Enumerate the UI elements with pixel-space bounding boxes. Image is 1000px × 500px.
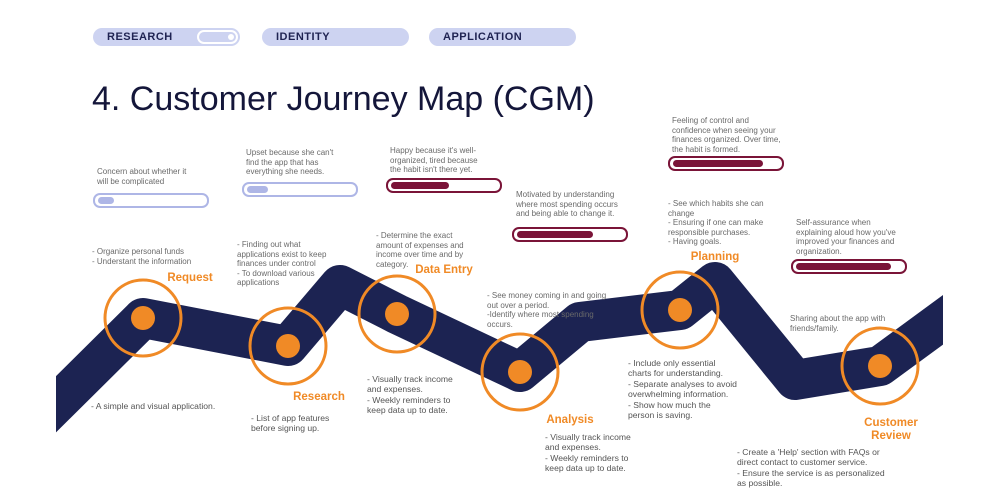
stage-data-entry-feeling: Happy because it's well- organized, tire…	[390, 146, 478, 175]
stage-label-data-entry: Data Entry	[415, 264, 473, 276]
stage-research-actions: - Finding out what applications exist to…	[237, 240, 327, 288]
stage-planning-feeling: Feeling of control and confidence when s…	[672, 116, 781, 154]
stage-dot-analysis	[508, 360, 532, 384]
stage-ring-data-entry	[357, 274, 437, 354]
tab-identity-label: IDENTITY	[276, 31, 331, 43]
stage-ring-analysis	[480, 332, 560, 412]
emotion-bar-request-fill	[98, 197, 114, 204]
emotion-bar-planning	[668, 156, 784, 171]
stage-request-actions: - Organize personal funds - Understant t…	[92, 247, 192, 266]
emotion-bar-analysis	[512, 227, 628, 242]
stage-request-feeling: Concern about whether it will be complic…	[97, 167, 187, 186]
stage-analysis-actions: - See money coming in and going out over…	[487, 291, 607, 329]
stage-dot-data-entry	[385, 302, 409, 326]
stage-label-review: Customer Review	[864, 417, 918, 442]
stage-research-opportunities: - List of app features before signing up…	[251, 413, 330, 434]
stage-review-feeling: Self-assurance when explaining aloud how…	[796, 218, 896, 256]
stage-data-entry-actions: - Determine the exact amount of expenses…	[376, 231, 464, 269]
stage-ring-planning	[640, 270, 720, 350]
stage-review-opportunities: - Create a 'Help' section with FAQs or d…	[737, 447, 885, 489]
stage-request-opportunities: - A simple and visual application.	[91, 401, 216, 411]
emotion-bar-review-fill	[796, 263, 891, 270]
stage-label-request: Request	[167, 272, 213, 284]
stage-analysis-opportunities: - Visually track income and expenses. - …	[545, 432, 631, 474]
stage-data-entry-opportunities: - Visually track income and expenses. - …	[367, 374, 453, 416]
stage-analysis-feeling: Motivated by understanding where most sp…	[516, 190, 618, 219]
tab-application[interactable]: APPLICATION	[429, 28, 576, 46]
stage-planning-opportunities: - Include only essential charts for unde…	[628, 358, 737, 421]
emotion-bar-review	[791, 259, 907, 274]
stage-label-planning: Planning	[690, 251, 740, 263]
toggle-icon	[197, 30, 238, 44]
emotion-bar-research-fill	[247, 186, 268, 193]
tab-research-label: RESEARCH	[107, 31, 173, 43]
stage-review-actions: Sharing about the app with friends/famil…	[790, 314, 886, 333]
stage-dot-review	[868, 354, 892, 378]
emotion-bar-research	[242, 182, 358, 197]
emotion-bar-data-entry-fill	[391, 182, 449, 189]
stage-dot-request	[131, 306, 155, 330]
stage-label-research: Research	[293, 391, 345, 403]
emotion-bar-analysis-fill	[517, 231, 593, 238]
stage-planning-actions: - See which habits she can change - Ensu…	[668, 199, 764, 247]
emotion-bar-planning-fill	[673, 160, 763, 167]
stage-research-feeling: Upset because she can't find the app tha…	[246, 148, 334, 177]
tab-identity[interactable]: IDENTITY	[262, 28, 409, 46]
emotion-bar-data-entry	[386, 178, 502, 193]
emotion-bar-request	[93, 193, 209, 208]
tab-research[interactable]: RESEARCH	[93, 28, 240, 46]
stage-dot-planning	[668, 298, 692, 322]
tab-application-label: APPLICATION	[443, 31, 523, 43]
stage-ring-request	[103, 278, 183, 358]
stage-label-analysis: Analysis	[546, 414, 594, 426]
stage-ring-review	[840, 326, 920, 406]
page-title: 4. Customer Journey Map (CGM)	[92, 80, 595, 118]
stage-ring-research	[248, 306, 328, 386]
stage-dot-research	[276, 334, 300, 358]
